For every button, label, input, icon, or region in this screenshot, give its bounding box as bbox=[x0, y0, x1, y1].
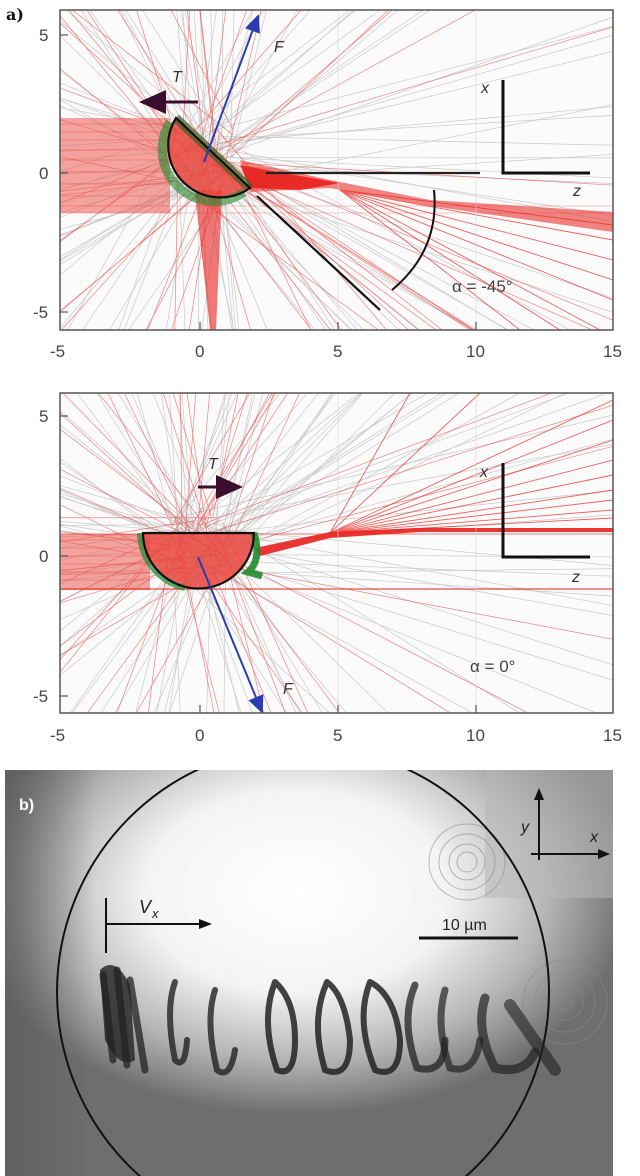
axes-indicator-top: x z bbox=[480, 80, 590, 200]
svg-text:0: 0 bbox=[195, 726, 204, 745]
velocity-label: V bbox=[139, 897, 153, 917]
alpha-label-top: α = -45° bbox=[452, 277, 513, 296]
foil-body-top bbox=[168, 118, 250, 198]
svg-text:10: 10 bbox=[466, 726, 485, 745]
microscope-image: V x 10 µm y x b) bbox=[5, 770, 613, 1176]
photo-axis-x-label: x bbox=[589, 829, 599, 846]
svg-text:15: 15 bbox=[603, 342, 622, 361]
svg-text:0: 0 bbox=[195, 342, 204, 361]
y-tick-labels-top: 5 0 -5 bbox=[33, 26, 48, 322]
svg-text:-5: -5 bbox=[50, 342, 65, 361]
svg-text:15: 15 bbox=[603, 726, 622, 745]
scale-bar: 10 µm bbox=[419, 917, 518, 940]
axes-indicator-photo: y x bbox=[520, 788, 610, 860]
photo-axis-y-label: y bbox=[520, 819, 530, 836]
svg-text:5: 5 bbox=[333, 342, 342, 361]
velocity-indicator: V x bbox=[105, 897, 212, 953]
axes-indicator-bottom: x z bbox=[479, 463, 590, 586]
axis-x-label-top: x bbox=[480, 80, 490, 97]
svg-text:0: 0 bbox=[39, 547, 48, 566]
force-label-bottom: F bbox=[283, 681, 294, 698]
x-tick-labels-top: -5 0 5 10 15 bbox=[50, 342, 622, 361]
plot-bottom-frame bbox=[59, 392, 614, 714]
plot-top-alpha-minus45: a) bbox=[0, 0, 640, 380]
force-label-top: F bbox=[274, 39, 285, 56]
svg-text:5: 5 bbox=[39, 26, 48, 45]
force-arrow-top bbox=[203, 14, 260, 163]
svg-text:10: 10 bbox=[466, 342, 485, 361]
plot-top-canvas: a) bbox=[6, 5, 622, 361]
ray-bundle-bottom bbox=[60, 393, 613, 713]
y-tick-labels-bottom: 5 0 -5 bbox=[33, 407, 48, 706]
foil-sequence bbox=[99, 965, 561, 1076]
velocity-subscript: x bbox=[151, 906, 159, 921]
inset-overlay bbox=[485, 770, 613, 898]
axis-x-label-bottom: x bbox=[479, 464, 489, 481]
panel-a-label: a) bbox=[6, 5, 24, 24]
svg-text:-5: -5 bbox=[33, 303, 48, 322]
plot-top-frame bbox=[59, 9, 614, 331]
plot-bottom-canvas: x z T F α = 0° 5 0 -5 -5 0 5 10 15 bbox=[33, 392, 622, 745]
scale-bar-label: 10 µm bbox=[442, 917, 487, 934]
axis-z-label-bottom: z bbox=[571, 569, 580, 586]
force-arrow-bottom bbox=[197, 556, 264, 713]
svg-text:5: 5 bbox=[39, 407, 48, 426]
field-of-view-circle bbox=[56, 770, 550, 1176]
microscope-canvas: V x 10 µm y x b) bbox=[5, 770, 613, 1176]
x-tick-labels-bottom: -5 0 5 10 15 bbox=[50, 726, 622, 745]
alpha-label-bottom: α = 0° bbox=[470, 657, 515, 676]
svg-text:0: 0 bbox=[39, 164, 48, 183]
svg-text:-5: -5 bbox=[33, 687, 48, 706]
torque-label-bottom: T bbox=[208, 456, 219, 473]
axis-z-label-top: z bbox=[572, 183, 581, 200]
svg-text:5: 5 bbox=[333, 726, 342, 745]
plot-bottom-alpha-0: x z T F α = 0° 5 0 -5 -5 0 5 10 15 bbox=[0, 380, 640, 770]
torque-label-top: T bbox=[172, 69, 183, 86]
ray-bundle-top bbox=[60, 10, 613, 330]
svg-text:-5: -5 bbox=[50, 726, 65, 745]
panel-b-label: b) bbox=[19, 797, 34, 814]
